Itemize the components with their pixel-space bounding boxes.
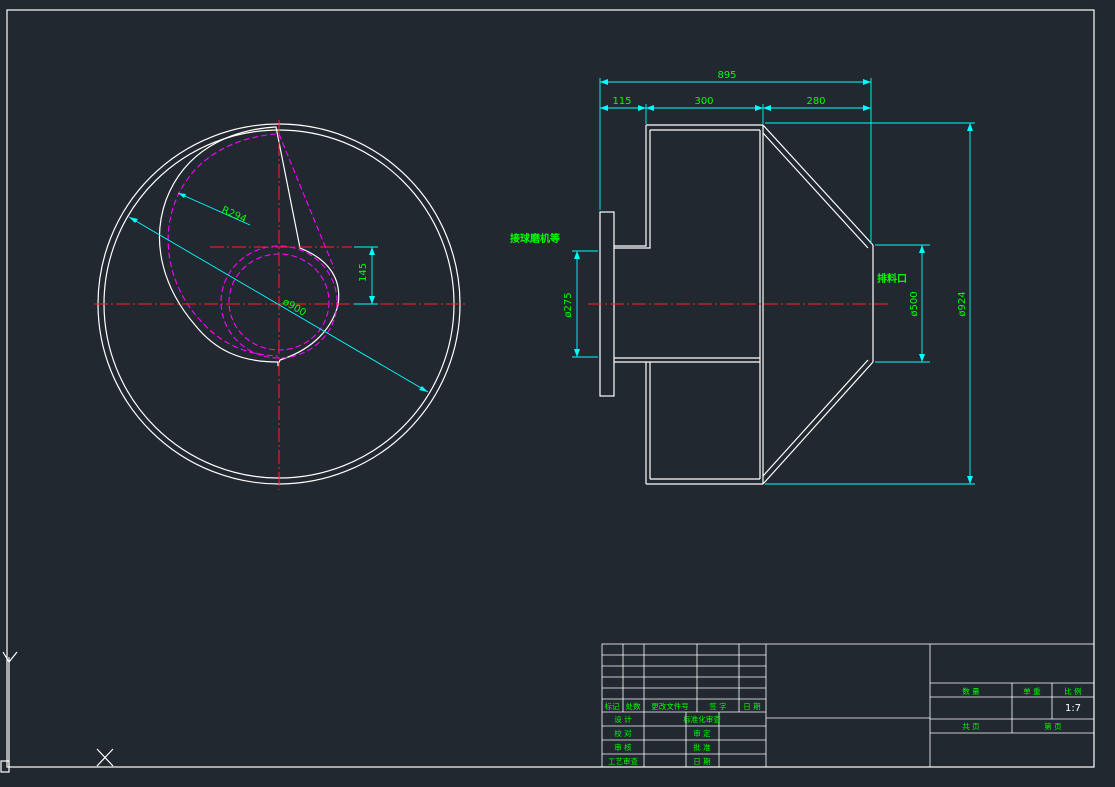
spiral-hidden-cone [278, 133, 335, 269]
tb-design: 设 计 [614, 714, 632, 724]
inlet-pipe-top-inner [614, 130, 651, 249]
tb-approve: 批 准 [693, 742, 711, 752]
dim-a-text: 115 [612, 96, 631, 107]
spiral-shell [158, 126, 340, 367]
dim-offset-text: 145 [358, 263, 369, 282]
tb-sheets-total: 共 页 [962, 722, 980, 731]
tb-sheet-number: 第 页 [1044, 721, 1062, 731]
title-block-frame [601, 643, 1095, 768]
cone-top-inner [762, 132, 869, 249]
dim-radius-arrow [178, 193, 186, 198]
dim-inlet-text: ø275 [563, 292, 574, 317]
tb-approve-review: 审 定 [693, 728, 711, 738]
dim-radius-line [177, 192, 251, 226]
ucs-origin-box [0, 760, 10, 773]
inlet-hidden-circle [220, 245, 338, 359]
dim-radius-text: R294 [220, 205, 248, 226]
cone-top [762, 124, 874, 246]
title-block: 标记 处数 更改文件号 签 字 日 期 设 计 校 对 审 核 工艺审查 标准化… [601, 643, 1095, 768]
tb-sign: 签 字 [709, 701, 726, 711]
drawing-border [6, 9, 1095, 768]
tb-scale-label: 比 例 [1064, 686, 1081, 696]
tb-review: 审 核 [614, 742, 632, 752]
dim-dia-arrow-b [419, 386, 428, 392]
outlet-label: 排料口 [877, 272, 907, 285]
front-view: ø900 R294 145 [94, 120, 467, 490]
tb-process: 工艺审查 [608, 756, 638, 766]
inlet-label: 接球磨机等 [510, 232, 560, 245]
inlet-pipe-top [614, 125, 647, 247]
dim-b-text: 300 [694, 96, 713, 107]
tb-weight: 单 重 [1023, 686, 1041, 696]
dim-offset-arrow-b [369, 296, 375, 304]
spiral-hidden-outer [167, 133, 279, 357]
dim-c-text: 280 [806, 96, 825, 107]
tb-check: 校 对 [614, 728, 632, 738]
ucs-icon [0, 651, 114, 773]
dim-body-text: ø924 [957, 291, 968, 316]
dim-dia-text: ø900 [280, 297, 307, 319]
tb-scale-value: 1:7 [1065, 703, 1081, 714]
tb-mid-date: 日 期 [693, 757, 710, 766]
dim-outlet-text: ø500 [909, 291, 920, 316]
cone-bottom-inner [762, 359, 869, 477]
tb-change-doc: 更改文件号 [651, 701, 689, 711]
dim-dia-line [128, 216, 429, 393]
dim-total-text: 895 [717, 70, 736, 81]
side-view: 895 115 300 280 ø275 ø500 ø924 接球磨机等 排料口 [510, 70, 975, 485]
tb-mark: 标记 [605, 701, 620, 711]
tb-count: 处数 [626, 701, 641, 711]
dim-offset-arrow-a [369, 247, 375, 255]
tb-standard: 标准化审查 [683, 714, 721, 724]
dim-dia-arrow-a [129, 217, 138, 223]
tb-date: 日 期 [743, 702, 760, 711]
cone-bottom [762, 361, 874, 485]
tb-quantity: 数 量 [962, 686, 980, 696]
